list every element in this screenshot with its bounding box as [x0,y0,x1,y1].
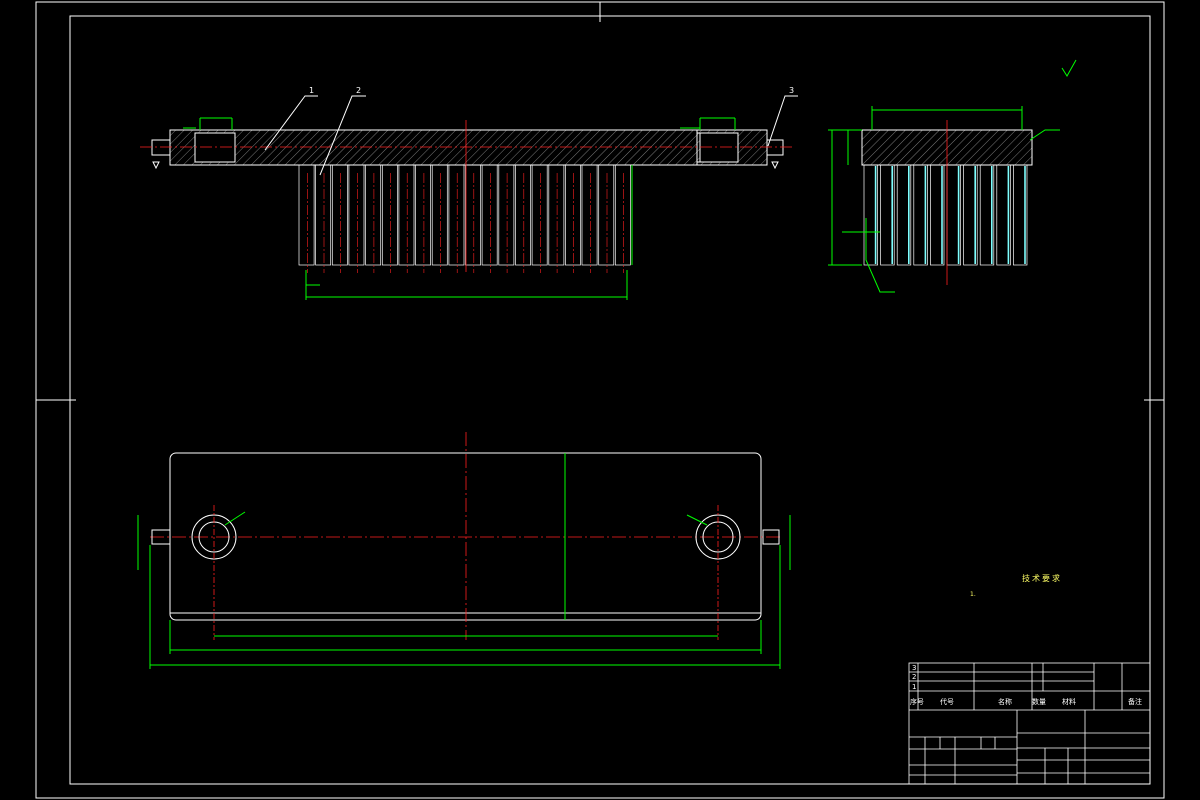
datum-triangle-icon [152,161,160,170]
hole-centerlines [213,505,719,640]
front-tooth [415,164,431,266]
leader-label-2: 2 [356,86,361,95]
front-tooth [548,164,565,266]
leader-label-1: 1 [309,86,314,95]
front-tooth [565,164,581,266]
datum-triangle-icon [771,161,779,170]
front-top-dims [183,117,736,265]
right-pocket-b [699,132,739,163]
header-qty: 数量 [1032,697,1046,706]
front-tooth [398,164,415,266]
front-teeth [298,164,631,273]
side-tooth [896,164,912,266]
side-view [828,59,1077,293]
top-right-lug [762,529,780,545]
header-name: 名称 [998,697,1012,706]
side-tooth [930,164,945,266]
left-pocket [194,132,236,163]
right-pin [766,139,784,156]
notes-title: 技术要求 [1022,573,1062,583]
title-block-text: 3 2 1 序号 代号 名称 数量 材料 备注 [910,664,1142,706]
roughness-symbol-icon [1061,59,1077,77]
front-tooth [614,164,631,266]
side-dims [828,106,1060,293]
front-view: 1 2 3 [140,86,798,300]
front-tooth [348,164,365,266]
front-tooth [315,164,332,266]
top-view [137,432,791,669]
side-tooth [996,164,1011,266]
technical-notes: 技术要求 1. [970,573,1062,598]
top-dims [137,453,791,669]
front-tooth [581,164,598,266]
front-plate [169,129,698,166]
front-tooth [331,164,348,266]
front-tooth [298,164,315,266]
side-tooth [880,164,895,266]
header-seq: 序号 [910,697,924,706]
front-tooth [481,164,498,266]
front-tooth [531,164,548,266]
part-row-1-no: 1 [912,683,916,691]
leader-label-3: 3 [789,86,794,95]
header-remark: 备注 [1128,697,1142,706]
top-plate [169,452,762,621]
part-row-3-no: 3 [912,664,916,672]
front-tooth [431,164,448,266]
left-pin [151,139,171,156]
side-tooth [979,164,995,266]
side-tooth [963,164,978,266]
outer-border [35,1,1165,799]
header-code: 代号 [940,697,954,706]
front-leaders [264,95,798,176]
front-tooth [465,164,481,266]
front-tooth [365,164,382,266]
drawing-frame [35,1,1165,799]
notes-line-1: 1. [970,591,976,598]
front-tooth [498,164,515,266]
part-row-2-no: 2 [912,673,916,681]
front-tooth [381,164,398,266]
front-tooth [515,164,531,266]
side-tooth [913,164,928,266]
side-teeth [863,164,1028,266]
title-block [908,662,1151,785]
side-tooth [863,164,878,266]
front-tooth [448,164,465,266]
front-tooth [598,164,615,266]
side-tooth [1013,164,1028,266]
header-material: 材料 [1062,697,1076,706]
top-left-lug [151,529,171,545]
